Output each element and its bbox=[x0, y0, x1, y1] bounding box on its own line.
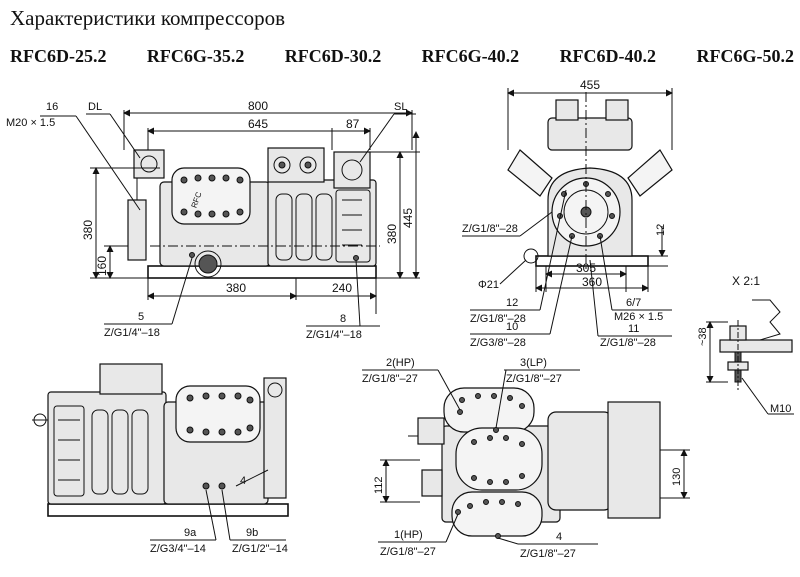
dim-380-right: 380 bbox=[385, 224, 399, 244]
dim-12-right: 12 bbox=[655, 224, 667, 236]
rear-view: 4 9a Z/G3/4"–14 9b Z/G1/2"–14 bbox=[32, 363, 289, 555]
label-8: 8 bbox=[340, 313, 346, 325]
model-name: RFC6D-25.2 bbox=[10, 46, 107, 66]
label-m10: M10 bbox=[770, 403, 791, 415]
dim-240: 240 bbox=[332, 281, 352, 295]
label-11: 11 bbox=[628, 323, 639, 335]
dim-305: 305 bbox=[576, 261, 596, 275]
dim-160: 160 bbox=[95, 256, 109, 276]
dim-645: 645 bbox=[248, 117, 268, 131]
label-9a: 9a bbox=[184, 527, 197, 539]
front-view: 455 Z/G1/8"–28 12 Φ21 305 360 12 Z/G1/8"… bbox=[462, 78, 673, 349]
label-8-thread: Z/G1/4"–18 bbox=[306, 329, 362, 341]
label-4-top: 4 bbox=[556, 531, 562, 543]
side-view: RFC bbox=[6, 99, 420, 341]
label-2-hp-thread: Z/G1/8"–27 bbox=[362, 373, 418, 385]
label-4-top-thread: Z/G1/8"–27 bbox=[520, 548, 576, 560]
model-list: RFC6D-25.2 RFC6G-35.2 RFC6D-30.2 RFC6G-4… bbox=[10, 46, 794, 67]
dim-445: 445 bbox=[401, 208, 415, 228]
dim-130: 130 bbox=[671, 468, 683, 486]
model-name: RFC6D-30.2 bbox=[284, 46, 382, 66]
top-view-compressor-body bbox=[408, 387, 661, 539]
rear-view-compressor-body bbox=[32, 363, 289, 517]
label-5: 5 bbox=[138, 311, 144, 323]
label-12-thread: Z/G1/8"–28 bbox=[470, 313, 526, 325]
label-1-hp: 1(HP) bbox=[394, 529, 423, 541]
label-9b: 9b bbox=[246, 527, 258, 539]
label-m20-thread: M20 × 1.5 bbox=[6, 117, 55, 129]
model-name: RFC6G-50.2 bbox=[696, 46, 794, 66]
label-4-rear: 4 bbox=[240, 475, 246, 487]
model-name: RFC6D-40.2 bbox=[559, 46, 657, 66]
label-3-lp: 3(LP) bbox=[520, 357, 547, 369]
top-view: 2(HP) Z/G1/8"–27 3(LP) Z/G1/8"–27 112 13… bbox=[362, 357, 690, 560]
label-phi21: Φ21 bbox=[478, 279, 499, 291]
dim-112: 112 bbox=[373, 476, 385, 494]
label-1-hp-thread: Z/G1/8"–27 bbox=[380, 546, 436, 558]
dim-380-left: 380 bbox=[81, 220, 95, 240]
label-5-thread: Z/G1/4"–18 bbox=[104, 327, 160, 339]
dim-455: 455 bbox=[580, 78, 600, 92]
label-10-thread: Z/G3/8"–28 bbox=[470, 337, 526, 349]
label-dl: DL bbox=[88, 101, 102, 113]
label-sl: SL bbox=[394, 101, 407, 113]
label-11-thread: Z/G1/8"–28 bbox=[600, 337, 656, 349]
detail-view: X 2:1 ~38 M10 bbox=[697, 274, 794, 415]
front-view-compressor-body bbox=[507, 92, 673, 270]
label-12: 12 bbox=[506, 297, 518, 309]
dim-800: 800 bbox=[248, 99, 268, 113]
label-16: 16 bbox=[46, 101, 58, 113]
label-9a-thread: Z/G3/4"–14 bbox=[150, 543, 206, 555]
label-9b-thread: Z/G1/2"–14 bbox=[232, 543, 288, 555]
label-m26-thread: M26 × 1.5 bbox=[614, 311, 663, 323]
label-detail-x: X 2:1 bbox=[732, 274, 760, 288]
model-name: RFC6G-35.2 bbox=[146, 46, 245, 66]
label-z-g18-28-left: Z/G1/8"–28 bbox=[462, 223, 518, 235]
page-title: Характеристики компрессоров bbox=[10, 6, 286, 30]
label-3-lp-thread: Z/G1/8"–27 bbox=[506, 373, 562, 385]
side-view-compressor-body: RFC bbox=[127, 147, 380, 279]
dim-87: 87 bbox=[346, 117, 360, 131]
label-10: 10 bbox=[506, 321, 518, 333]
label-2-hp: 2(HP) bbox=[386, 357, 415, 369]
dim-38: ~38 bbox=[697, 327, 709, 346]
model-name: RFC6G-40.2 bbox=[421, 46, 520, 66]
label-6-7: 6/7 bbox=[626, 297, 641, 309]
dim-380-bottom: 380 bbox=[226, 281, 246, 295]
